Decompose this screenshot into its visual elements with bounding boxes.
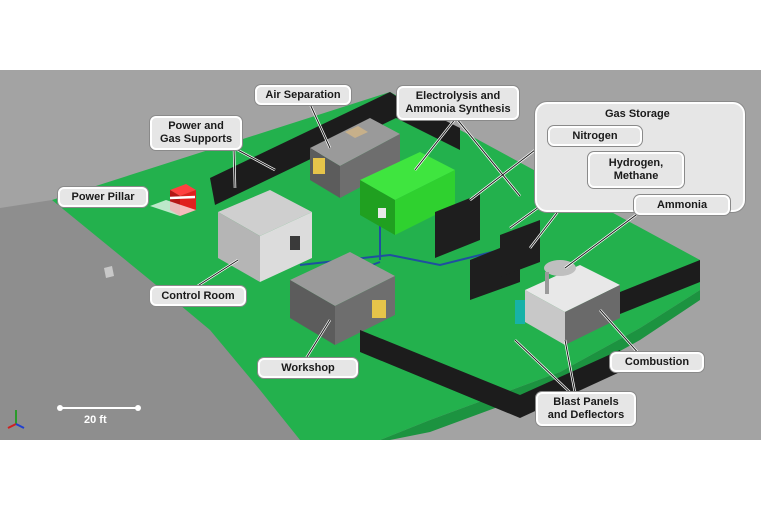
power-pillar-box [150, 184, 196, 216]
gas-storage-title: Gas Storage [605, 108, 670, 120]
scale-bar-label: 20 ft [84, 414, 107, 426]
concrete-slab [0, 200, 330, 440]
power-gas-supports-line2: Gas Supports [159, 133, 233, 145]
hydrogen-line1: Hydrogen, [608, 157, 664, 169]
control-room-text: Control Room [161, 289, 235, 302]
combustion-enclosure [515, 260, 620, 345]
workshop-text: Workshop [281, 361, 335, 374]
electrolysis-line1: Electrolysis and [415, 90, 501, 102]
label-combustion: Combustion [610, 352, 704, 372]
label-workshop: Workshop [258, 358, 358, 378]
electrolysis-container [360, 152, 455, 235]
blast-panels-line1: Blast Panels [553, 396, 619, 408]
gas-storage-racks [435, 194, 540, 300]
nitrogen-text: Nitrogen [572, 129, 618, 142]
air-separation-container [310, 118, 400, 198]
label-control-room: Control Room [150, 286, 246, 306]
label-ammonia: Ammonia [634, 195, 730, 215]
label-air-separation: Air Separation [255, 85, 351, 105]
label-electrolysis: Electrolysis and Ammonia Synthesis [397, 86, 519, 120]
control-room-building [218, 190, 312, 282]
combustion-text: Combustion [624, 355, 690, 368]
slab-cube [104, 266, 114, 278]
scale-bar [57, 405, 141, 411]
label-nitrogen: Nitrogen [548, 126, 642, 146]
hydrogen-line2: Methane [613, 170, 659, 182]
blast-panels-line2: and Deflectors [547, 409, 625, 421]
air-separation-text: Air Separation [265, 88, 341, 101]
electrolysis-line2: Ammonia Synthesis [405, 103, 511, 115]
label-power-gas-supports: Power and Gas Supports [150, 116, 242, 150]
power-gas-supports-line1: Power and [168, 120, 224, 132]
ammonia-text: Ammonia [656, 198, 708, 211]
label-blast-panels: Blast Panels and Deflectors [536, 392, 636, 426]
power-pillar-text: Power Pillar [71, 190, 135, 203]
label-hydrogen-methane: Hydrogen, Methane [588, 152, 684, 188]
axis-triad-icon [7, 410, 25, 429]
label-power-pillar: Power Pillar [58, 187, 148, 207]
